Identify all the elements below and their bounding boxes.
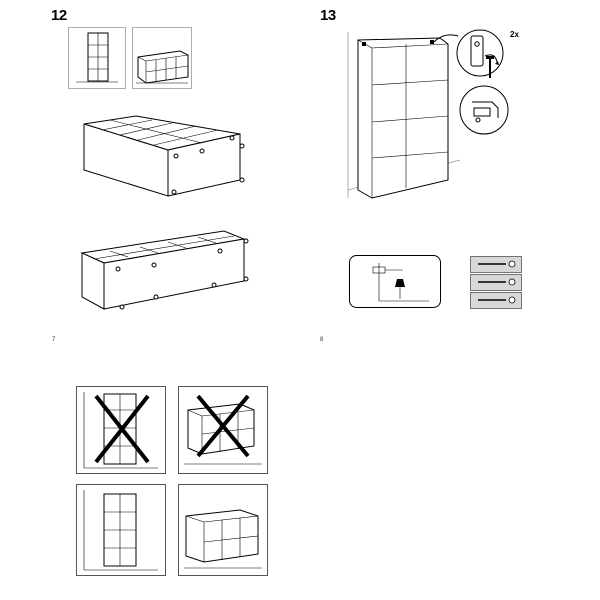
wall-anchor-icon bbox=[395, 279, 405, 287]
quantity-label: 2x bbox=[510, 30, 519, 39]
wall-bracket-icon bbox=[459, 85, 509, 135]
screw-icon bbox=[486, 56, 494, 78]
bracket-detail-lower bbox=[458, 82, 510, 138]
thumbnail-horizontal-option bbox=[132, 27, 192, 89]
screw-detail bbox=[482, 56, 502, 82]
horizontal-shelf-icon bbox=[132, 27, 192, 89]
shelf-assembly-diagram-upper bbox=[72, 110, 252, 202]
step-number-13: 13 bbox=[320, 7, 336, 24]
placement-horizontal-correct bbox=[178, 484, 268, 576]
x-mark-icon bbox=[94, 394, 150, 464]
wall-mounted-shelf-diagram bbox=[344, 30, 464, 200]
page-number-right: 8 bbox=[320, 337, 324, 343]
placement-upright-correct bbox=[76, 484, 166, 576]
wall-bracket-icon bbox=[456, 29, 504, 77]
placement-horizontal-incorrect bbox=[178, 386, 268, 474]
shelf-assembly-diagram-lower bbox=[74, 225, 254, 315]
step-number-12: 12 bbox=[51, 7, 67, 24]
page-number-left: 7 bbox=[52, 337, 56, 343]
wall-bracket-right-icon bbox=[430, 40, 434, 44]
wall-bracket-left-icon bbox=[362, 42, 366, 46]
upright-shelf-icon bbox=[68, 27, 126, 89]
thumbnail-upright-option bbox=[68, 27, 126, 89]
placement-upright-incorrect bbox=[76, 386, 166, 474]
x-mark-icon bbox=[196, 394, 250, 458]
bracket-detail-upper bbox=[455, 26, 505, 80]
screw-icon bbox=[470, 256, 522, 309]
wall-attachment-inset bbox=[349, 255, 441, 308]
screw-type-chart bbox=[470, 256, 522, 310]
